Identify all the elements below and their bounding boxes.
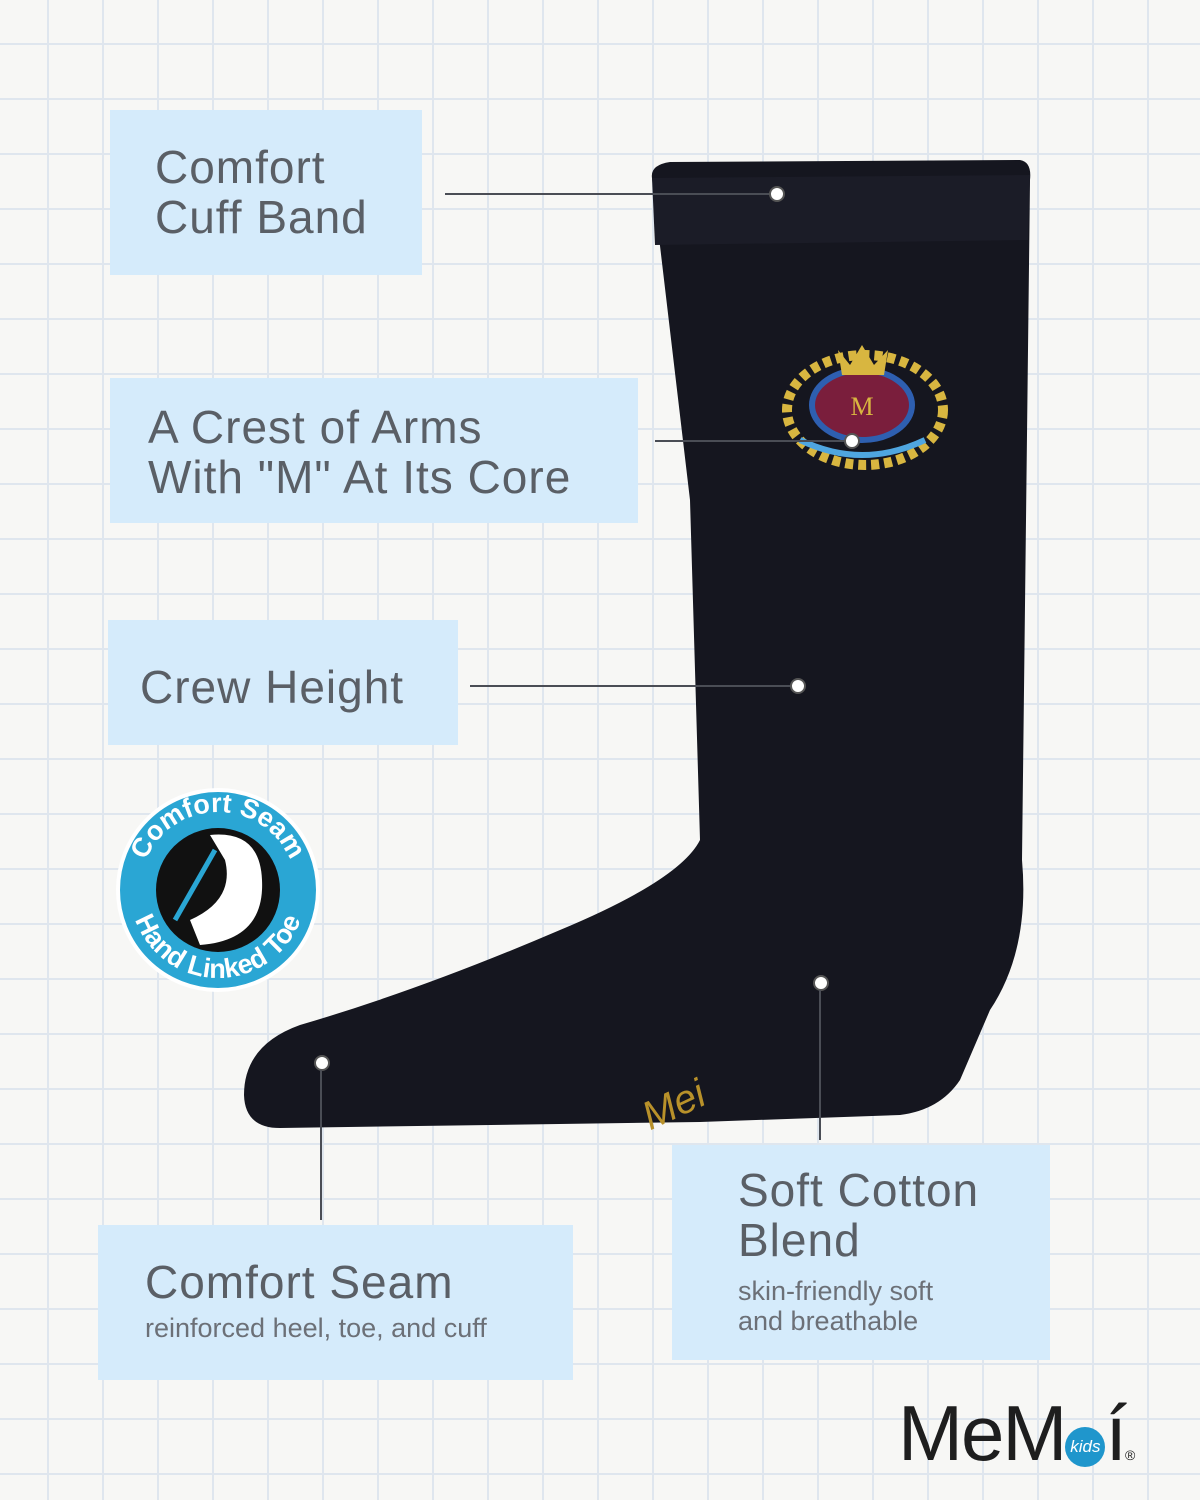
seam-marker — [314, 1055, 330, 1071]
svg-text:M: M — [850, 392, 873, 421]
seam-label: Comfort Seam — [145, 1256, 454, 1308]
crest-label-line2: With "M" At Its Core — [148, 451, 572, 503]
sock-cuff-band — [652, 175, 1030, 245]
cotton-label-line1: Soft Cotton — [738, 1164, 980, 1216]
crew-label-box — [108, 620, 458, 745]
crest-marker — [844, 433, 860, 449]
crew-connector-line — [470, 685, 795, 687]
crest-connector-line — [655, 440, 850, 442]
cuff-label-box — [110, 110, 422, 275]
cotton-sublabel-line2: and breathable — [738, 1306, 919, 1336]
cuff-marker — [769, 186, 785, 202]
brand-logo-part1: MeM — [898, 1389, 1067, 1477]
cotton-label-box — [672, 1145, 1050, 1360]
crew-label: Crew Height — [140, 661, 405, 713]
seam-sublabel: reinforced heel, toe, and cuff — [145, 1313, 487, 1343]
crest-label-line1: A Crest of Arms — [148, 401, 483, 453]
seam-label-box — [98, 1225, 573, 1380]
seam-connector-line — [320, 1070, 322, 1220]
cuff-connector-line — [445, 193, 775, 195]
crest-label-box — [110, 378, 638, 523]
registered-mark: ® — [1125, 1447, 1135, 1463]
cotton-connector-line — [819, 990, 821, 1140]
brand-logo-part2: í — [1105, 1389, 1127, 1477]
kids-badge: kids — [1065, 1427, 1106, 1467]
cotton-label-line2: Blend — [738, 1214, 861, 1266]
comfort-seam-badge-icon: Comfort Seam Hand Linked Toe — [116, 788, 320, 992]
crew-marker — [790, 678, 806, 694]
cuff-label-line2: Cuff Band — [155, 191, 368, 243]
cotton-marker — [813, 975, 829, 991]
cuff-label-line1: Comfort — [155, 141, 326, 193]
cotton-sublabel-line1: skin-friendly soft — [738, 1276, 934, 1306]
crest-emblem: M — [782, 345, 948, 470]
